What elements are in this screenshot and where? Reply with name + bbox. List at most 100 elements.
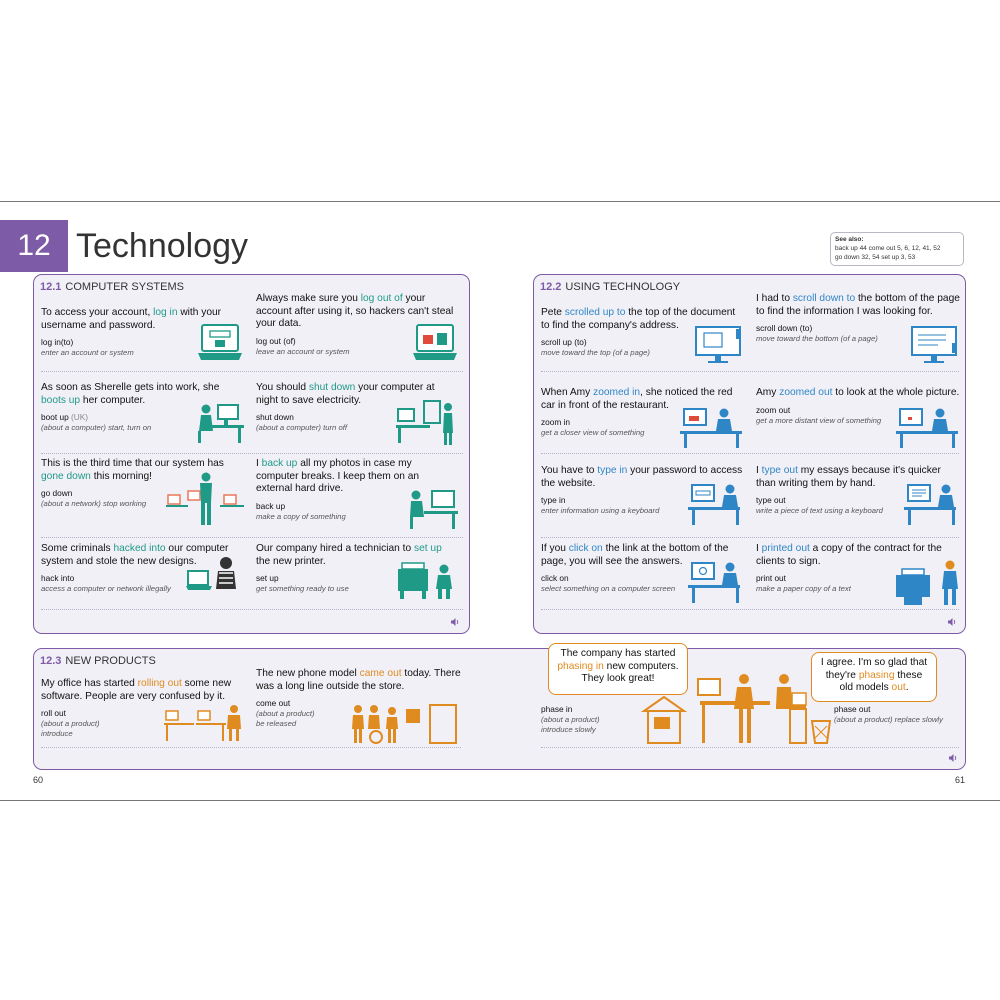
page-number-right: 61 [955,775,966,785]
zoom-in-illustration [680,408,742,448]
zoom-out-illustration [896,408,958,448]
person-desk-illustration [198,404,244,443]
phrasal-verb: roll out [41,708,66,718]
store-line-illustration [352,704,457,744]
phrasal-verb: come out [256,698,291,708]
definition: (about a product) [541,715,600,724]
definition: enter information using a keyboard [541,506,660,515]
definition: make a paper copy of a text [756,584,851,593]
entry-set-up: Our company hired a technician to set up… [256,543,456,593]
entry-scroll-up: Pete scrolled up to the top of the docum… [541,307,746,357]
region-label: (UK) [71,412,89,422]
phrasal-verb: back up [256,500,286,511]
section-number: 12.3 [40,655,62,667]
phrasal-verb: type in [541,495,566,505]
network-down-illustration [166,472,244,525]
see-also-line-1: back up 44 come out 5, 6, 12, 41, 52 [835,245,941,252]
entry-zoom-in: When Amy zoomed in, she noticed the red … [541,387,746,437]
row-separator [41,747,461,748]
laptop-login-illustration [198,324,242,360]
row-separator [41,453,463,454]
book-spread: 12 Technology See also: back up 44 come … [0,201,1000,801]
printer-technician-illustration [398,562,452,599]
definition: introduce slowly [541,725,596,734]
chapter-number: 12 [0,220,68,272]
section-number: 12.1 [40,281,62,293]
definition: (about a product) [256,709,315,718]
entry-go-down: This is the third time that our system h… [41,458,241,508]
entry-roll-out: My office has started rolling out some n… [41,678,246,738]
monitor-scroll-down-illustration [911,326,957,363]
hacker-illustration [186,557,236,590]
chapter-title: Technology [76,227,249,265]
row-separator [541,453,959,454]
entry-back-up: I back up all my photos in case my compu… [256,458,456,521]
type-out-illustration [904,484,956,525]
phrasal-verb: hack into [41,573,75,583]
entry-shut-down: You should shut down your computer at ni… [256,382,456,432]
definition: select something on a computer screen [541,584,676,593]
office-night-illustration [396,400,453,445]
row-separator [541,747,959,748]
entry-boot-up: As soon as Sherelle gets into work, she … [41,382,241,432]
definition: move toward the bottom (of a page) [756,334,878,343]
print-out-illustration [896,560,958,605]
definition: (about a network) stop working [41,499,147,508]
hard-drive-illustration [410,490,458,529]
phrasal-verb: go down [41,488,73,498]
entry-log-in: To access your account, log in with your… [41,307,241,357]
audio-speaker-icon[interactable] [948,753,958,763]
phrasal-verb: print out [756,573,786,583]
phrasal-verb: set up [256,573,279,583]
definition: get a more distant view of something [756,415,882,425]
entry-print-out: I printed out a copy of the contract for… [756,543,961,593]
phrasal-verb: zoom out [756,404,791,415]
entry-hack-into: Some criminals hacked into our computer … [41,543,241,593]
speech-bubble-phasing-in: The company has started phasing in new c… [548,643,688,695]
row-separator [541,537,959,538]
entry-phase-out: phase out (about a product) replace slow… [834,699,962,725]
phrasal-verb: scroll down (to) [756,323,813,333]
definition: get something ready to use [256,584,349,593]
row-separator [541,609,959,610]
see-also-box: See also: back up 44 come out 5, 6, 12, … [830,232,964,266]
office-phase-illustration [640,674,832,744]
phrasal-verb: shut down [256,412,294,422]
definition: enter an account or system [41,348,134,357]
definition: access a computer or network illegally [41,584,171,593]
definition: (about a computer) start, turn on [41,423,152,432]
speech-bubble-phasing-out: I agree. I'm so glad that they're phasin… [811,652,937,702]
definition: (about a computer) turn off [256,423,348,432]
phrasal-verb: phase out [834,704,871,714]
section-number: 12.2 [540,281,562,293]
definition: write a piece of text using a keyboard [756,506,883,515]
audio-speaker-icon[interactable] [947,617,957,627]
see-also-line-2: go down 32, 54 set up 3, 53 [835,254,916,261]
definition: get a closer view of something [541,428,645,437]
section-title: NEW PRODUCTS [65,655,156,667]
entry-come-out: The new phone model came out today. Ther… [256,668,471,728]
audio-speaker-icon[interactable] [450,617,460,627]
phrasal-verb: zoom in [541,417,571,427]
row-separator [41,371,463,372]
entry-log-out: Always make sure you log out of your acc… [256,293,456,356]
row-separator [41,537,463,538]
definition: leave an account or system [256,346,350,356]
definition: move toward the top (of a page) [541,348,650,357]
confused-office-illustration [164,705,241,741]
phrasal-verb: type out [756,495,786,505]
definition: make a copy of something [256,511,346,521]
definition: be released [256,719,297,728]
phrasal-verb: boot up [41,412,69,422]
entry-type-in: You have to type in your password to acc… [541,465,746,515]
phrasal-verb: phase in [541,704,573,714]
phrasal-verb: log out (of) [256,335,296,346]
entry-zoom-out: Amy zoomed out to look at the whole pict… [756,387,960,425]
section-title: USING TECHNOLOGY [565,281,681,293]
entry-phase-in: phase in (about a product) introduce slo… [541,699,671,734]
entry-type-out: I type out my essays because it's quicke… [756,465,961,515]
